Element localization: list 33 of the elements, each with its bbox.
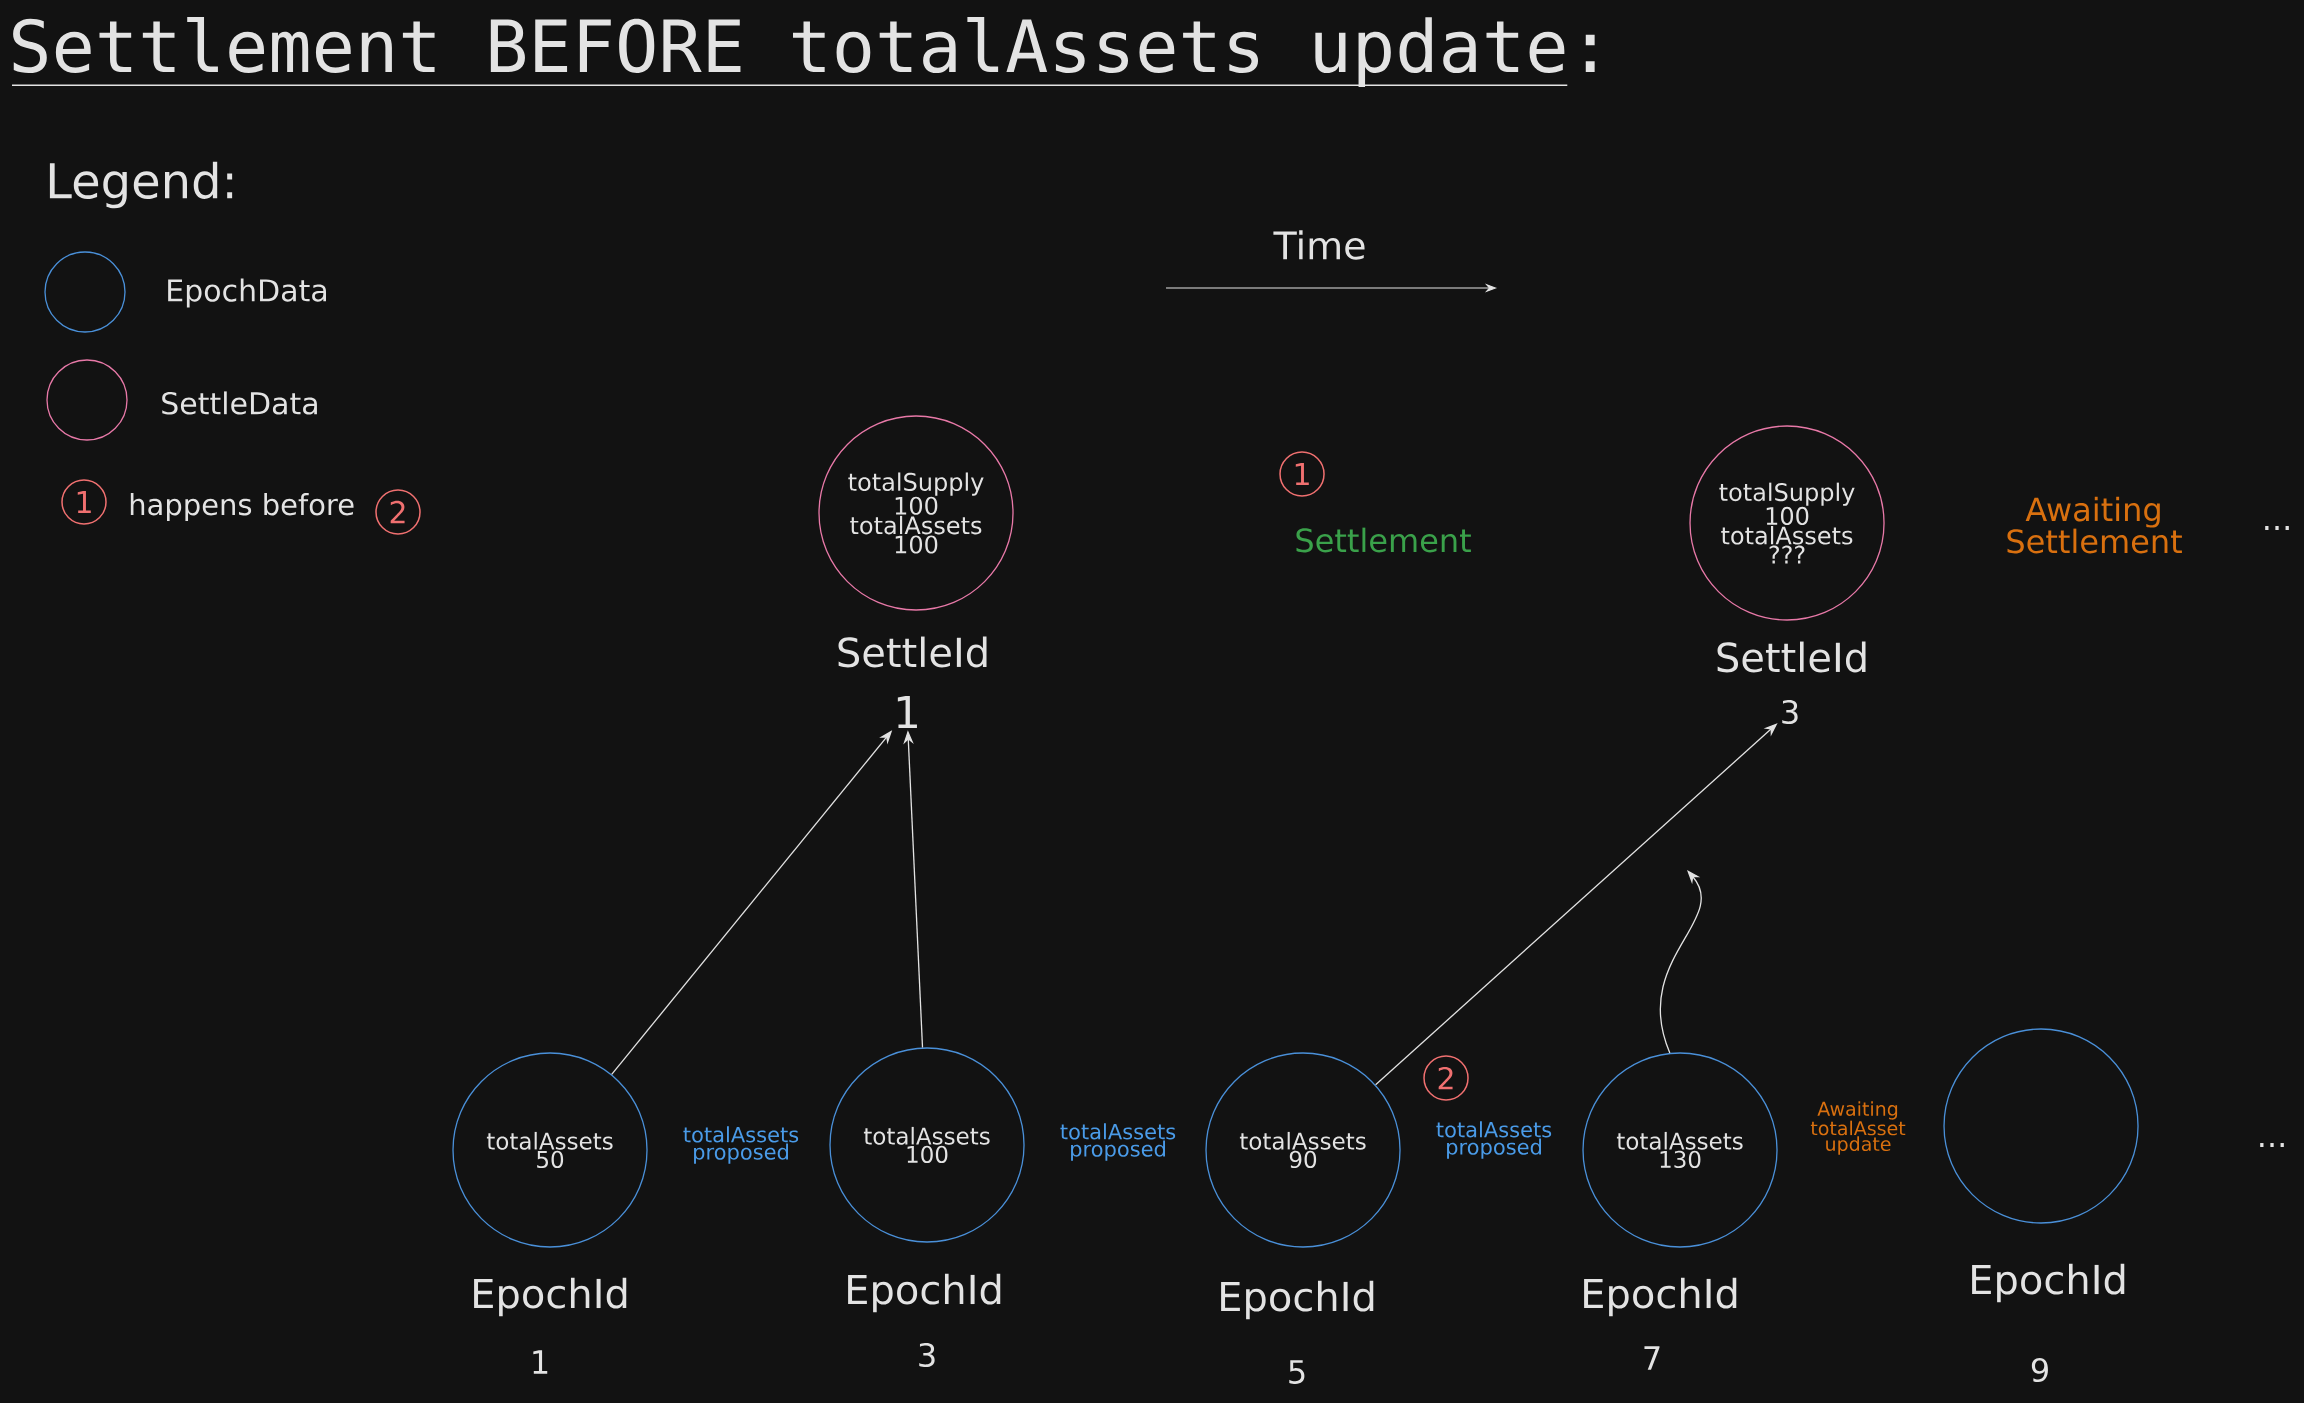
title: Settlement BEFORE totalAssets update: — [11, 16, 1595, 88]
status-text: totalAssets proposed — [683, 1126, 799, 1164]
id-number: 5 — [1289, 1360, 1305, 1384]
id-label: EpochId — [1221, 1280, 1374, 1320]
arrow — [1659, 870, 1702, 1054]
id-label: EpochId — [1584, 1277, 1737, 1317]
note-text: happens before — [130, 492, 354, 522]
status-text: totalAssets proposed — [1436, 1121, 1552, 1159]
circled-number: 2 — [1423, 1055, 1469, 1101]
id-number: 1 — [897, 696, 917, 729]
circled-number: 2 — [375, 489, 421, 535]
legend-text: SettleData — [162, 391, 317, 415]
id-number: 9 — [2031, 1357, 2048, 1383]
id-number: 3 — [919, 1342, 935, 1368]
text-label: Settlement — [1296, 527, 1471, 553]
id-label: EpochId — [1972, 1263, 2125, 1303]
status-text: Awaiting totalAsset update — [1810, 1101, 1906, 1155]
id-label: SettleId — [838, 636, 987, 668]
id-number: 7 — [1644, 1346, 1660, 1370]
legend-heading: Legend: — [49, 161, 233, 209]
text-label: ... — [2260, 1143, 2284, 1147]
circled-number: 1 — [1279, 451, 1325, 497]
circled-number: 1 — [61, 479, 107, 525]
text-label: ... — [2265, 526, 2289, 530]
legend-text: EpochData — [168, 278, 326, 308]
id-label: SettleId — [1717, 641, 1866, 673]
id-number: 1 — [533, 1350, 548, 1374]
status-text: totalAssets proposed — [1060, 1123, 1176, 1161]
id-label: EpochId — [474, 1277, 627, 1317]
id-label: EpochId — [848, 1273, 1001, 1313]
id-number: 3 — [1782, 699, 1798, 725]
status-text: Awaiting Settlement — [2007, 496, 2182, 554]
text-label: Time — [1273, 230, 1365, 260]
